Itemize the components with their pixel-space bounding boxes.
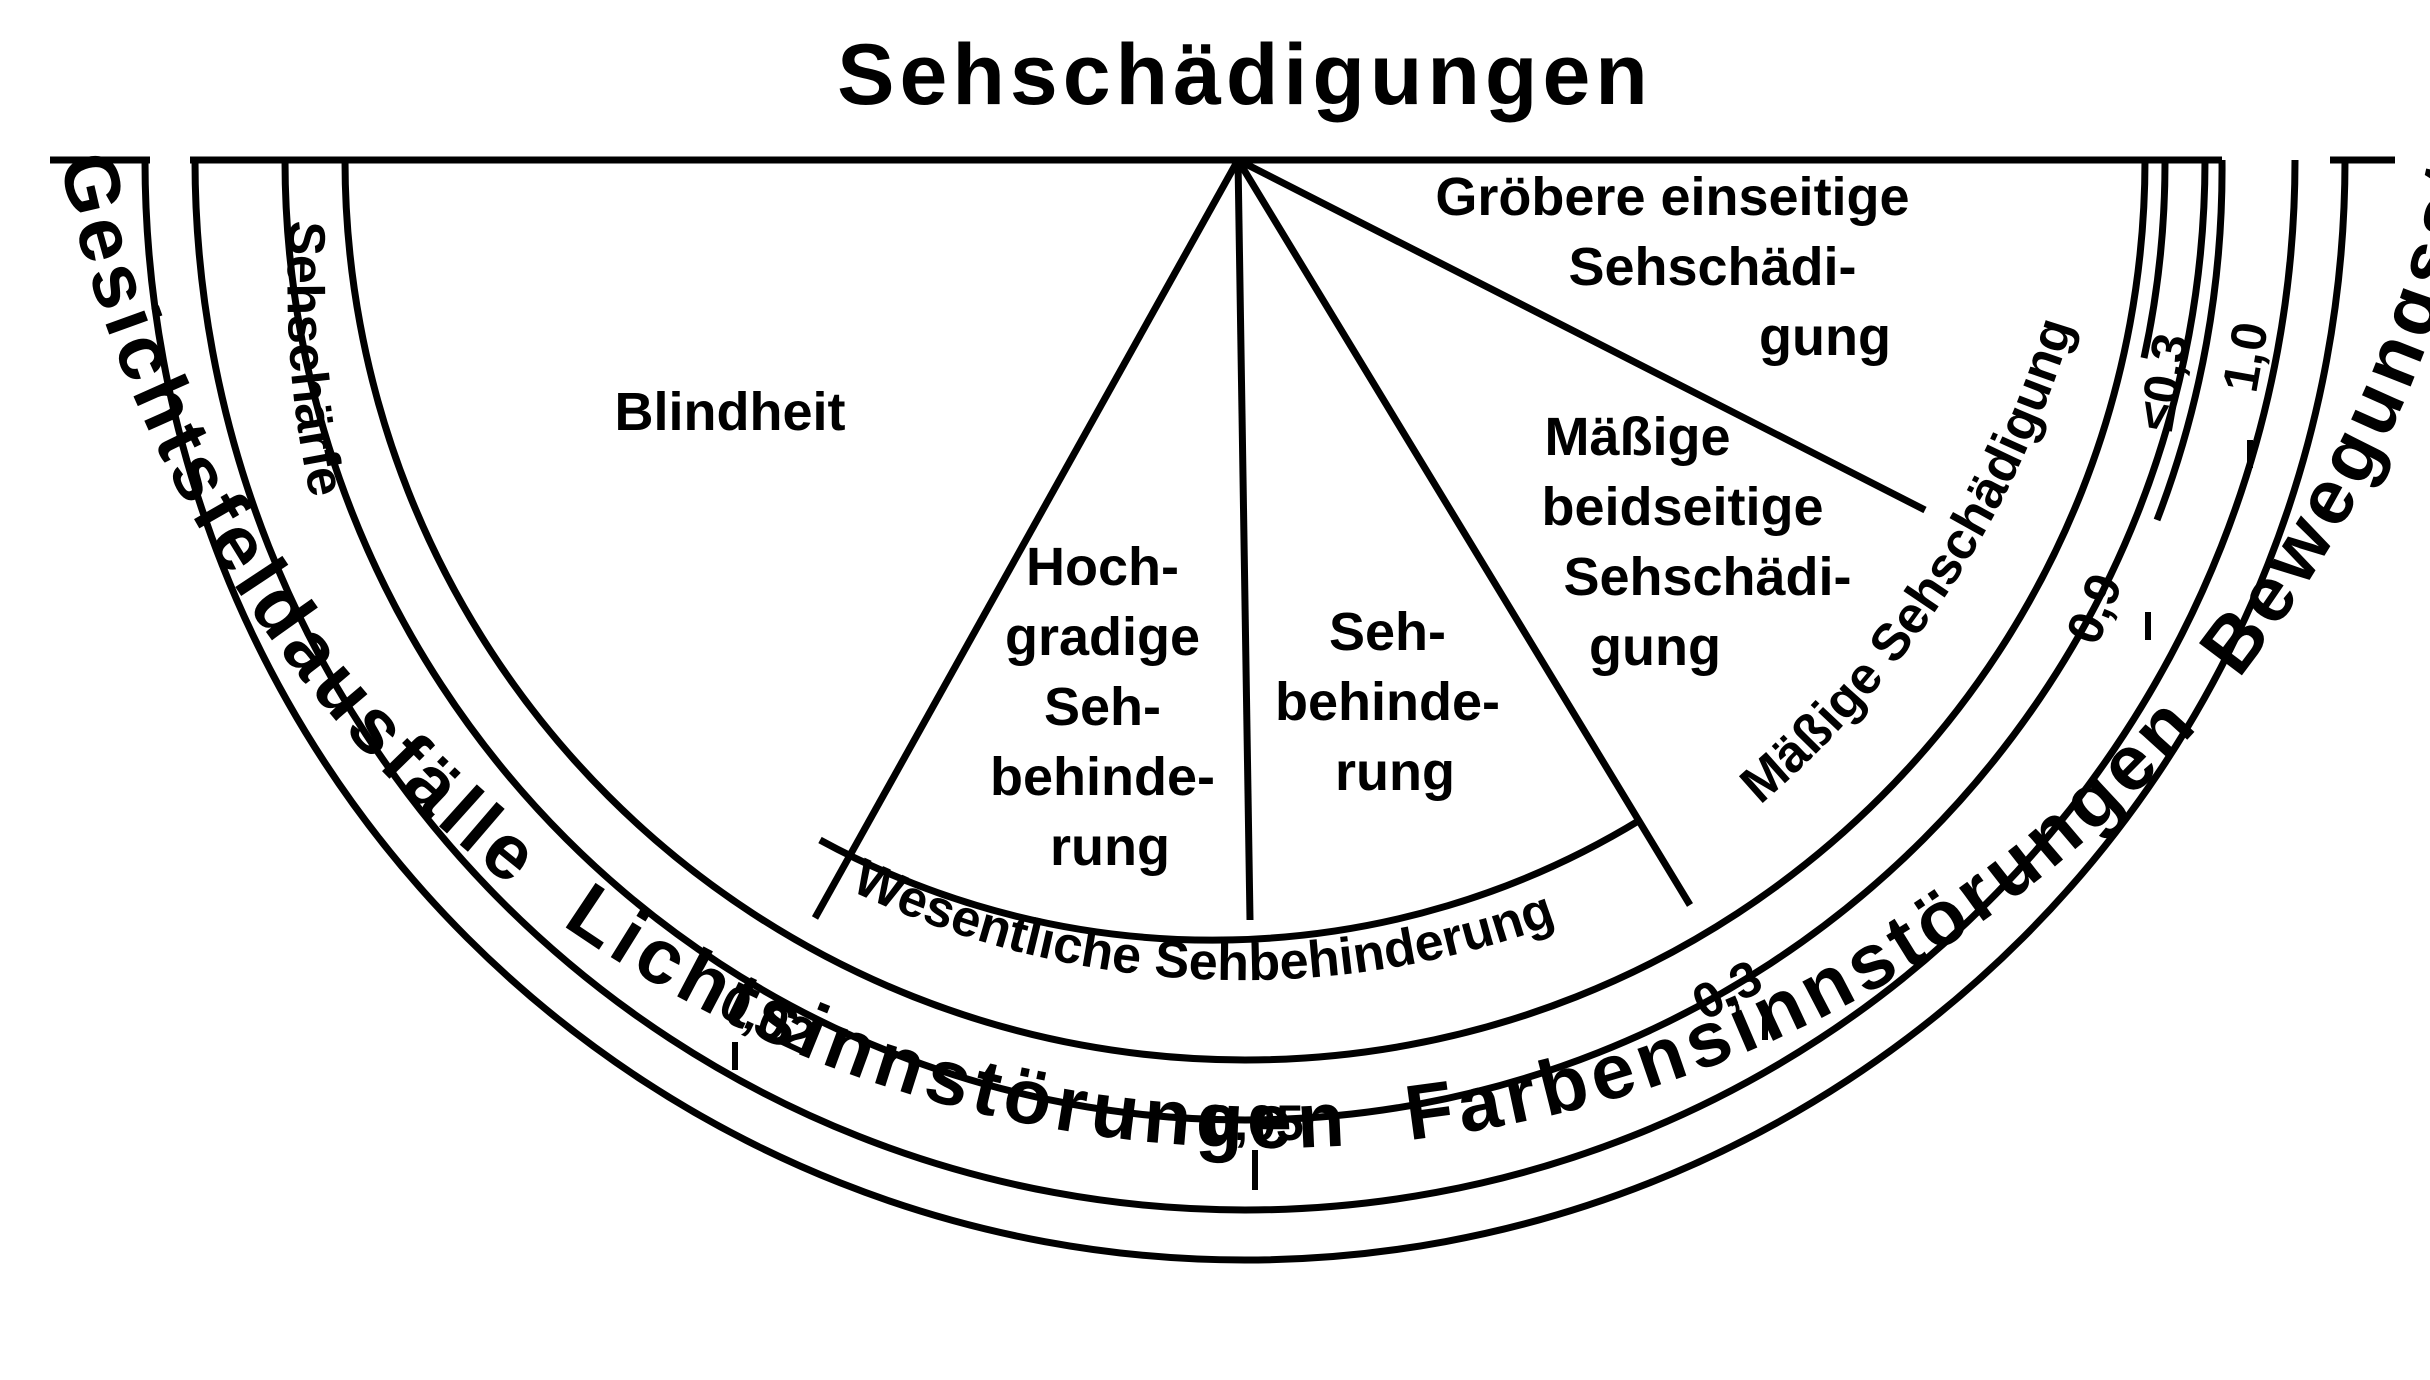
outer-band-inner-arc <box>141 159 2349 1264</box>
label-blindheit: Blindheit <box>615 382 846 442</box>
label-maessige-beidseitige: Mäßige beidseitige Sehschädi- gung <box>1541 407 1866 677</box>
mid-ring-right-arc <box>2153 159 2226 522</box>
label-hochgradige-sehbehinderung: Hoch- gradige Seh- behinde- rung <box>990 537 1230 877</box>
grobere-band-arc <box>2140 159 2169 359</box>
fan-dividers <box>811 156 1927 921</box>
sehschaerfe-outer-arc <box>191 159 2299 1214</box>
diagram-title: Sehschädigungen <box>837 27 1653 123</box>
label-sehbehinderung: Seh- behinde- rung <box>1275 602 1515 802</box>
tick-label-0-05: 0,05 <box>1206 1095 1303 1151</box>
tick-marks <box>732 440 2253 1190</box>
tick-label-1-0: 1,0 <box>2212 318 2279 396</box>
inner-arc <box>341 159 2149 1064</box>
label-wesentliche-sehbehinderung: Wesentliche Sehbehinderung <box>845 848 1561 992</box>
label-groebere-einseitige: Gröbere einseitige Sehschädi- gung <box>1435 167 1924 367</box>
sehschaerfe-inner-arc <box>281 159 2209 1124</box>
wesentliche-band-arc <box>818 817 1642 944</box>
label-sehschaerfe: Sehschärfe <box>275 219 355 501</box>
tick-label-0-9: 0,9 <box>2055 566 2133 651</box>
